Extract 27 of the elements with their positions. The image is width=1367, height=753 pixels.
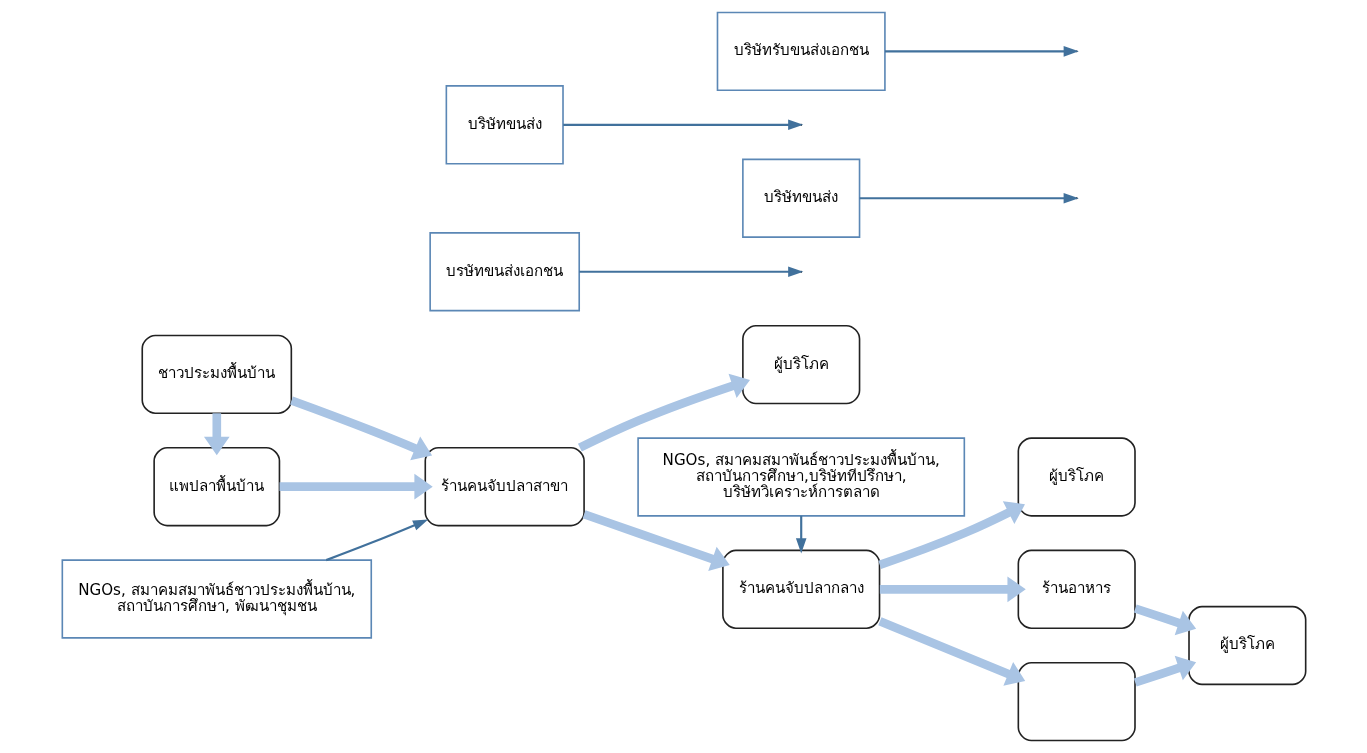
node-box: แพปลาพื้นบ้าน	[152, 447, 280, 527]
node-box: บรษัทขนส่งเอกชน	[428, 232, 580, 312]
arrow	[279, 473, 433, 500]
arrow	[1133, 655, 1196, 687]
arrow	[289, 396, 432, 461]
arrow	[877, 501, 1025, 569]
node-box	[1017, 661, 1136, 742]
arrow	[877, 617, 1025, 686]
arrow	[577, 373, 750, 452]
node-box: NGOs, สมาคมสมาพันธ์ชาวประมงพื้นบ้าน, สถาบันการศึกษา, พัฒนาชุมชน	[61, 559, 372, 639]
arrow	[1133, 604, 1196, 636]
node-box: ผู้บริโภค	[741, 324, 860, 405]
arrow	[582, 510, 730, 572]
arrow	[795, 515, 806, 554]
node-box: ชาวประมงพื้นบ้าน	[140, 334, 292, 415]
node-box: ร้านคนจับปลาสาขา	[423, 447, 585, 527]
arrow	[203, 413, 230, 456]
node-box: ร้านอาหาร	[1017, 549, 1136, 629]
node-box: บริษัทรับขนส่งเอกชน	[716, 11, 886, 92]
arrow	[879, 576, 1026, 603]
node-box: ผู้บริโภค	[1187, 605, 1306, 686]
node-box: บริษัทขนส่ง	[741, 158, 860, 238]
node-box: ร้านคนจับปลากลาง	[721, 549, 880, 629]
arrow	[325, 519, 428, 562]
node-box: บริษัทขนส่ง	[445, 85, 564, 165]
node-box: ผู้บริโภค	[1017, 437, 1136, 517]
node-box: NGOs, สมาคมสมาพันธ์ชาวประมงพื้นบ้าน, สถาบันการศึกษา,บริษัททีปรึกษา, บริษัทวิเคราะห์การตลาด	[636, 437, 965, 517]
